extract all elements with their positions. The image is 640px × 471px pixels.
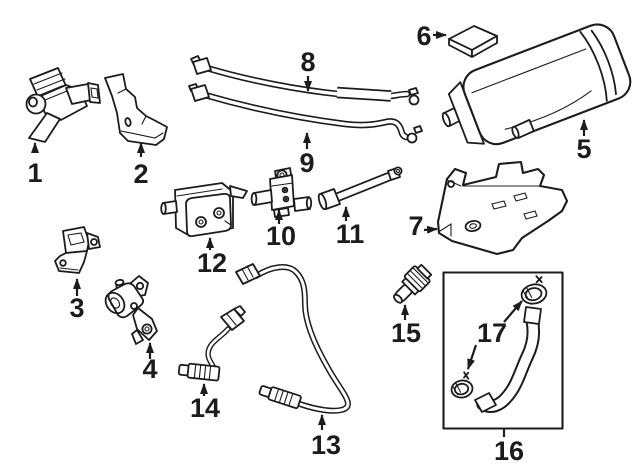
callout-label-11: 11 <box>336 219 365 249</box>
callout-arrows <box>31 31 588 437</box>
part-16-hose-kit <box>442 271 564 430</box>
callout-label-16: 16 <box>494 436 524 466</box>
part-17-clamp-upper <box>520 275 548 305</box>
callout-label-8: 8 <box>300 47 315 77</box>
callout-arrow-17a <box>503 300 523 323</box>
callout-labels: 1 2 3 4 5 6 7 8 9 10 11 12 13 14 15 16 1… <box>27 21 591 466</box>
part-17-clamp-lower <box>450 371 474 399</box>
part-11-vent-hose <box>317 166 403 211</box>
part-5-vapor-canister <box>441 23 632 146</box>
callout-label-3: 3 <box>69 293 84 323</box>
callout-label-2: 2 <box>133 159 148 189</box>
part-4-valve-bracket <box>104 275 158 345</box>
part-1-solenoid-valve <box>25 67 101 143</box>
callout-label-17: 17 <box>477 318 507 348</box>
part-2-protector-bracket <box>104 73 168 146</box>
callout-label-14: 14 <box>190 393 220 423</box>
callout-label-13: 13 <box>311 430 341 460</box>
callout-label-4: 4 <box>142 354 157 384</box>
part-12-module-bracket <box>160 182 248 238</box>
callout-label-9: 9 <box>299 148 314 178</box>
part-3-bracket <box>54 226 101 274</box>
callout-label-1: 1 <box>27 158 42 188</box>
part-14-oxygen-sensor <box>177 305 246 382</box>
part-10-purge-valve <box>250 167 313 218</box>
callout-label-7: 7 <box>408 211 423 241</box>
diagram-artwork <box>25 23 632 437</box>
part-13-oxygen-sensor <box>235 263 352 414</box>
part-6-canister-filter <box>448 25 498 58</box>
callout-arrow-17b <box>466 344 478 370</box>
callout-label-6: 6 <box>416 21 431 51</box>
callout-label-10: 10 <box>266 221 296 251</box>
part-9-vapor-tube <box>188 83 423 144</box>
part-7-canister-bracket <box>436 160 569 256</box>
part-8-vapor-tube <box>190 55 420 106</box>
callout-label-5: 5 <box>576 134 591 164</box>
callout-arrow-7 <box>423 225 438 234</box>
callout-label-15: 15 <box>391 318 421 348</box>
part-15-pcv-valve <box>393 263 433 304</box>
callout-label-12: 12 <box>197 248 227 278</box>
